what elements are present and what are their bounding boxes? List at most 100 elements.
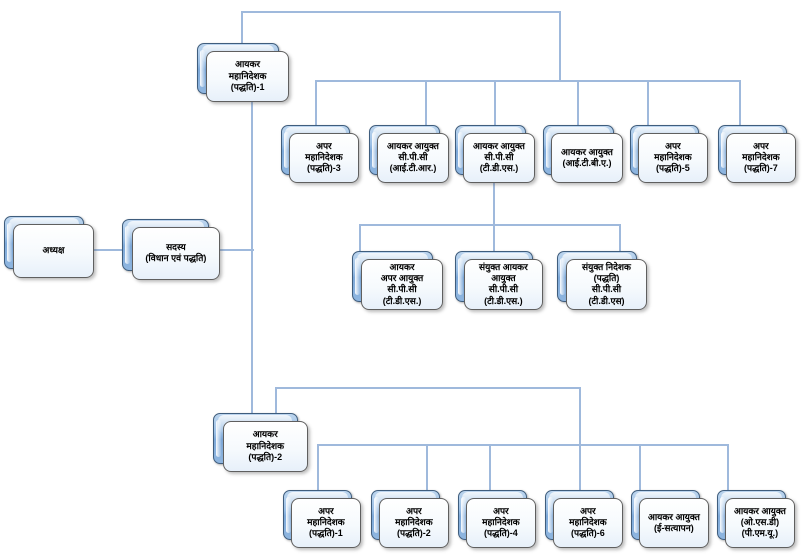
node-label-line: महानिदेशक (482, 517, 520, 528)
node-label-line: (पद्धति)-6 (571, 528, 605, 539)
node-label-line: (पी.एम.यू.) (741, 528, 779, 539)
node-label-line: महानिदेशक (654, 152, 692, 163)
connector-segment (639, 445, 641, 490)
org-node-joint-director-systems-cpc-tds: संयुक्त निदेशक(पद्धति)सी.पी.सी(टी.डी.एस) (557, 251, 647, 310)
node-label-line: अपर (580, 505, 596, 516)
connector-segment (493, 225, 495, 252)
connector-segment (579, 388, 581, 445)
org-node-chairman: अध्यक्ष (4, 216, 94, 278)
connector-segment (494, 81, 496, 125)
node-label-line: (आई.टी.बी.ए.) (562, 157, 612, 168)
org-node-cit-itba: आयकर आयुक्त(आई.टी.बी.ए.) (543, 125, 623, 183)
node-label-line: (पद्धति)-1 (309, 528, 343, 539)
node-label-line: महानिदेशक (246, 440, 285, 451)
connector-segment (739, 81, 741, 125)
connector-segment (647, 81, 649, 125)
node-label-line: अपर (493, 505, 509, 516)
node-label-line: (टी.डी.एस.) (479, 163, 519, 174)
connector-segment (92, 249, 124, 251)
node-front-shape: सदस्य(विधान एवं पद्धति) (131, 226, 220, 280)
connector-segment (251, 102, 253, 413)
connector-segment (359, 224, 621, 226)
node-label-line: (पद्धति)-4 (484, 528, 518, 539)
node-label-line: (पद्धति) (593, 273, 620, 284)
node-label-line: (पद्धति)-1 (230, 81, 265, 92)
node-label-line: (ओ.एस.डी) (740, 517, 780, 528)
connector-segment (489, 445, 491, 490)
node-label-line: सदस्य (166, 242, 186, 253)
node-label-line: महानिदेशक (305, 152, 343, 163)
connector-segment (579, 445, 581, 490)
node-label-line: संयुक्त आयकर (479, 261, 528, 272)
node-label-line: महानिदेशक (228, 70, 267, 81)
node-label-line: अपर (665, 140, 681, 151)
connector-segment (275, 388, 277, 413)
connector-segment (425, 81, 427, 125)
node-label-line: अपर (316, 140, 332, 151)
node-label-line: आयकर आयुक्त (561, 146, 613, 157)
node-label-line: सी.पी.सी (387, 284, 417, 295)
connector-segment (577, 81, 579, 125)
org-node-cit-e-verification: आयकर आयुक्त(ई-सत्यापन) (631, 490, 709, 548)
node-label-line: (टी.डी.एस) (588, 295, 625, 306)
node-label-line: (आई.टी.आर.) (389, 163, 437, 174)
node-label-line: (ई-सत्यापन) (654, 522, 694, 533)
node-label-line: (पद्धति)-3 (307, 163, 341, 174)
node-label-line: (पद्धति)-5 (656, 163, 690, 174)
connector-segment (359, 225, 361, 252)
node-label-line: अपर (318, 505, 334, 516)
node-label-line: अपर (406, 505, 422, 516)
node-label-line: सी.पी.सी (398, 152, 428, 163)
node-label-line: महानिदेशक (395, 517, 433, 528)
node-label-line: आयकर (389, 261, 415, 272)
node-front-shape: आयकर आयुक्त(ओ.एस.डी)(पी.एम.यू.) (724, 497, 795, 548)
node-label-line: आयकर (252, 429, 278, 440)
node-label-line: (विधान एवं पद्धति) (145, 253, 207, 264)
connector-segment (275, 387, 581, 389)
node-label-line: आयकर आयुक्त (387, 140, 439, 151)
node-label-line: आयुक्त (491, 273, 516, 284)
connector-segment (493, 183, 495, 225)
node-label-line: महानिदेशक (307, 517, 345, 528)
connector-segment (317, 444, 729, 446)
node-front-shape: आयकर आयुक्त(ई-सत्यापन) (638, 497, 709, 548)
node-label-line: अध्यक्ष (42, 245, 65, 256)
node-label-line: आयकर आयुक्त (647, 511, 700, 522)
node-label-line: महानिदेशक (742, 152, 780, 163)
org-node-cit-osd-pmu: आयकर आयुक्त(ओ.एस.डी)(पी.एम.यू.) (717, 490, 795, 548)
node-label-line: (पद्धति)-2 (397, 528, 431, 539)
node-label-line: (टी.डी.एस.) (382, 295, 422, 306)
connector-segment (241, 12, 243, 43)
org-node-member-legislation-systems: सदस्य(विधान एवं पद्धति) (122, 219, 220, 280)
node-label-line: (टी.डी.एस.) (484, 295, 523, 306)
node-label-line: (पद्धति)-2 (248, 451, 283, 462)
node-front-shape: संयुक्त निदेशक(पद्धति)सी.पी.सी(टी.डी.एस) (566, 258, 647, 310)
node-label-line: आयकर आयुक्त (473, 140, 525, 151)
connector-segment (426, 445, 428, 490)
node-label-line: आयकर आयुक्त (733, 505, 786, 516)
connector-segment (619, 225, 621, 252)
